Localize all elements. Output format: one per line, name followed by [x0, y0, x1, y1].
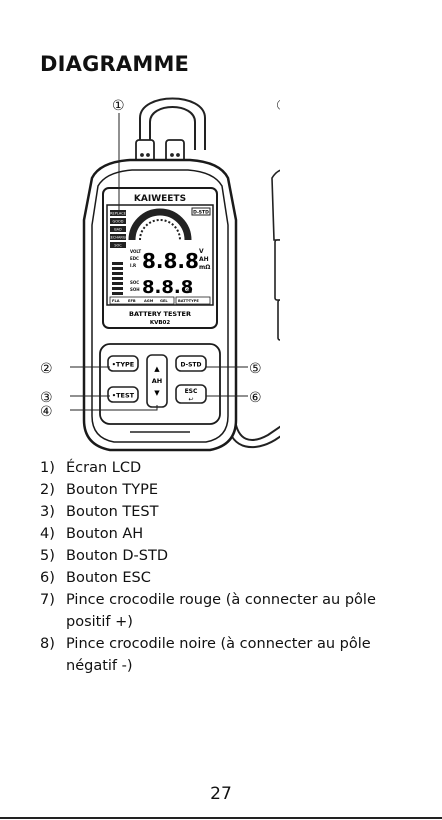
callout-7: ⑦ — [276, 98, 280, 114]
page-title: DIAGRAMME — [40, 52, 189, 76]
lcd-unit-ah: AH — [199, 256, 209, 263]
list-item: 8)Pince crocodile noire (à connecter au … — [40, 633, 396, 677]
callout-2: ② — [40, 361, 53, 377]
svg-text:GOOD: GOOD — [113, 220, 124, 224]
callout-4: ④ — [40, 404, 53, 420]
page-number: 27 — [0, 784, 442, 804]
red-clip — [272, 170, 280, 380]
lcd-unit-mohm: mΩ — [199, 264, 210, 271]
svg-text:D-STD: D-STD — [181, 362, 202, 369]
bottom-rule — [0, 817, 442, 819]
svg-text:AH: AH — [152, 377, 162, 385]
svg-text:EFB: EFB — [128, 299, 136, 303]
model-label: BATTERY TESTER — [129, 310, 191, 318]
svg-text:ESC: ESC — [185, 388, 198, 395]
lcd-unit-pct: % — [186, 288, 192, 295]
lcd-edc-label: EDC — [130, 256, 139, 261]
lcd-main-digits: 8.8.8 — [142, 249, 199, 273]
svg-text:REPLACE: REPLACE — [110, 212, 126, 216]
callout-1: ① — [112, 98, 125, 114]
lcd-volt-label: VOLT — [130, 249, 141, 254]
callout-5: ⑤ — [249, 361, 262, 377]
svg-text:BATT-TYPE: BATT-TYPE — [178, 299, 199, 303]
model-number: KVB02 — [150, 320, 171, 326]
svg-text:FLA: FLA — [112, 299, 120, 303]
lcd-soh-label: SOH — [130, 287, 140, 292]
list-item: 6)Bouton ESC — [40, 567, 396, 589]
svg-text:SOC: SOC — [114, 244, 122, 248]
svg-text:↩: ↩ — [188, 396, 193, 403]
legend-list: 1)Écran LCD 2)Bouton TYPE 3)Bouton TEST … — [40, 457, 396, 677]
lcd-unit-v: V — [199, 248, 204, 255]
lcd-dstd-indicator: D-STD — [193, 210, 209, 216]
test-button[interactable]: •TEST — [108, 387, 138, 402]
svg-text:▲: ▲ — [154, 365, 160, 373]
list-item: 2)Bouton TYPE — [40, 479, 396, 501]
esc-button[interactable]: ESC ↩ — [176, 385, 206, 403]
list-item: 3)Bouton TEST — [40, 501, 396, 523]
list-item: 5)Bouton D-STD — [40, 545, 396, 567]
svg-text:▼: ▼ — [154, 389, 160, 397]
ah-button[interactable]: ▲ AH ▼ — [147, 355, 167, 407]
svg-text:•TYPE: •TYPE — [112, 361, 135, 369]
list-item: 4)Bouton AH — [40, 523, 396, 545]
svg-text:BAD: BAD — [114, 228, 122, 232]
callout-6: ⑥ — [249, 390, 262, 406]
svg-text:•TEST: •TEST — [112, 392, 135, 400]
lcd-status-labels: REPLACE GOOD BAD RECHARGE SOC — [108, 210, 127, 248]
type-button[interactable]: •TYPE — [108, 356, 138, 371]
lcd-ir-label: I.R — [130, 263, 136, 268]
lcd-soc-label: SOC — [130, 280, 139, 285]
device-diagram: KAIWEETS REPLACE GOOD BAD RECHARGE SOC D… — [40, 85, 280, 457]
dstd-button[interactable]: D-STD — [176, 356, 206, 371]
svg-text:GEL: GEL — [160, 299, 168, 303]
brand-logo: KAIWEETS — [134, 194, 186, 204]
svg-text:RECHARGE: RECHARGE — [108, 236, 127, 240]
svg-text:AGM: AGM — [144, 299, 154, 303]
tester-body: KAIWEETS REPLACE GOOD BAD RECHARGE SOC D… — [84, 160, 236, 450]
list-item: 1)Écran LCD — [40, 457, 396, 479]
list-item: 7)Pince crocodile rouge (à connecter au … — [40, 589, 396, 633]
